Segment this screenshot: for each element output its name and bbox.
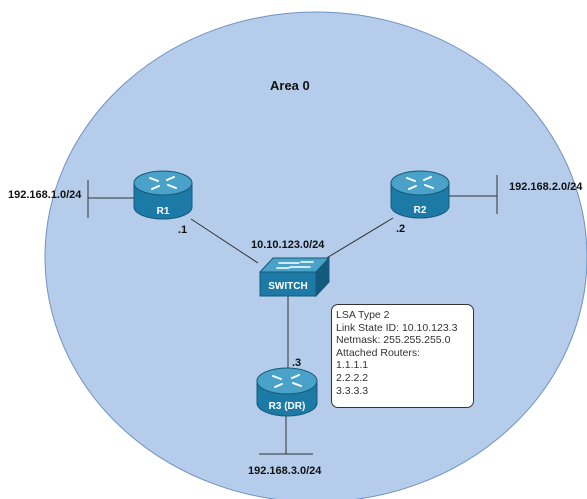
switch-label: SWITCH <box>268 281 307 292</box>
r1-interface-label: .1 <box>178 224 187 236</box>
router-r1[interactable]: R1 <box>133 170 193 220</box>
r1-lan-network-label: 192.168.1.0/24 <box>8 189 82 201</box>
area-0-circle <box>44 11 587 499</box>
router-r2[interactable]: R2 <box>390 170 450 219</box>
router-r1-label: R1 <box>157 206 170 217</box>
router-arrows-icon <box>272 374 302 388</box>
router-arrows-icon <box>149 176 177 190</box>
switch-arrows-icon <box>276 261 314 269</box>
r2-interface-label: .2 <box>396 223 405 235</box>
lsa-link-state-id: Link State ID: 10.10.123.3 <box>336 321 458 334</box>
links <box>87 175 498 455</box>
lsa-attached-router: 1.1.1.1 <box>336 359 369 372</box>
switch[interactable]: SWITCH <box>258 256 331 298</box>
switch-network-label: 10.10.123.0/24 <box>251 239 325 251</box>
lsa-netmask: Netmask: 255.255.255.0 <box>336 334 451 347</box>
router-r2-label: R2 <box>414 205 427 216</box>
router-r3[interactable]: R3 (DR) <box>256 367 318 417</box>
router-r3-label: R3 (DR) <box>269 401 306 412</box>
link-r2-switch <box>319 217 394 263</box>
r3-lan-network-label: 192.168.3.0/24 <box>248 465 322 477</box>
lsa-attached-router: 3.3.3.3 <box>336 384 369 397</box>
router-arrows-icon <box>406 176 434 190</box>
lsa-info-box: LSA Type 2 Link State ID: 10.10.123.3 Ne… <box>331 304 474 408</box>
link-r1-switch <box>190 218 259 264</box>
area-label: Area 0 <box>270 78 310 93</box>
r3-interface-label: .3 <box>292 357 301 369</box>
lsa-type: LSA Type 2 <box>336 309 390 321</box>
lsa-attached-router: 2.2.2.2 <box>336 371 369 384</box>
r2-lan-network-label: 192.168.2.0/24 <box>509 181 583 193</box>
lsa-attached-heading: Attached Routers: <box>336 346 421 359</box>
